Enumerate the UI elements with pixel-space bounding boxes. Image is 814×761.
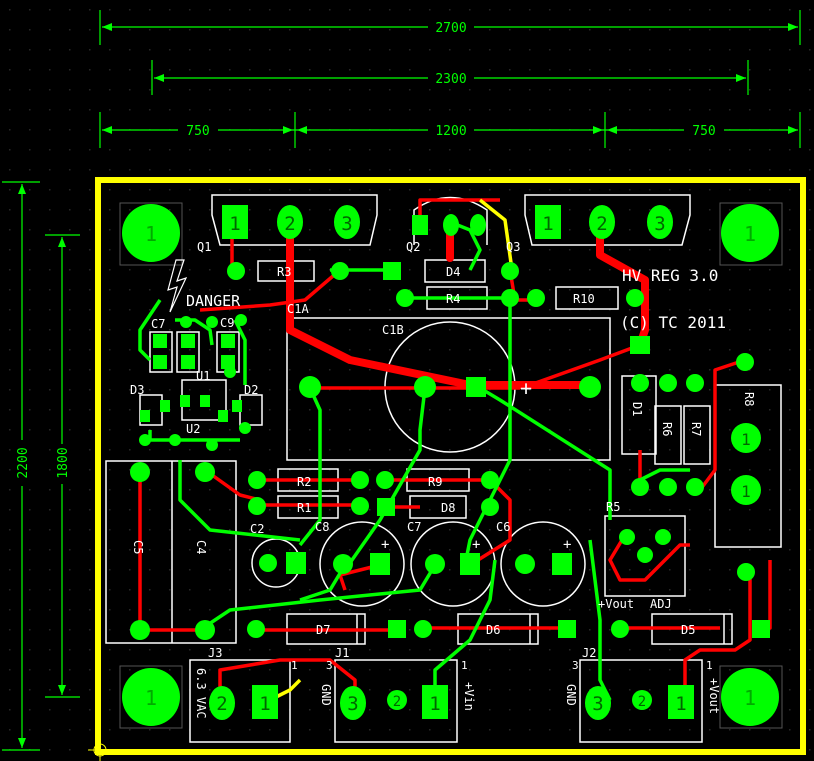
- refdes-r9: R9: [428, 475, 442, 489]
- dim-left-label: 750: [186, 124, 209, 139]
- refdes-c6: C6: [496, 520, 510, 534]
- mount-hole-label: 1: [744, 686, 756, 710]
- refdes-d4: D4: [446, 265, 460, 279]
- refdes-q2: Q2: [406, 240, 420, 254]
- refdes-r7: R7: [689, 422, 703, 436]
- svg-text:1: 1: [741, 430, 751, 449]
- refdes-c1a: C1A: [287, 302, 309, 316]
- dim-height-outer-label: 2200: [16, 447, 31, 478]
- svg-text:1: 1: [741, 482, 751, 501]
- svg-text:3: 3: [654, 213, 665, 235]
- pin-markers: 1 3 1 3 1 + + + +: [291, 376, 713, 672]
- svg-text:+: +: [520, 376, 532, 400]
- refdes-j1: J1: [335, 646, 349, 660]
- refdes-r10: R10: [573, 292, 595, 306]
- svg-text:3: 3: [347, 693, 358, 715]
- mount-hole-top-left: 1: [119, 202, 183, 266]
- dim-right-label: 750: [692, 124, 715, 139]
- refdes-r6: R6: [660, 422, 674, 436]
- pads: [130, 205, 770, 720]
- refdes-c2: C2: [250, 522, 264, 536]
- refdes-d5: D5: [681, 623, 695, 637]
- svg-text:1: 1: [259, 693, 270, 715]
- svg-text:3: 3: [326, 659, 333, 672]
- danger-label: DANGER: [186, 292, 241, 310]
- svg-text:2: 2: [284, 213, 295, 235]
- danger-bolt-icon: [167, 259, 188, 313]
- refdes-c4: C4: [194, 540, 208, 554]
- mount-hole-label: 1: [744, 222, 756, 246]
- svg-text:2: 2: [596, 213, 607, 235]
- refdes-c7-top: C7: [151, 317, 165, 331]
- refdes-c7: C7: [407, 520, 421, 534]
- board-text: HV REG 3.0 (C) TC 2011 DANGER +Vout ADJ …: [167, 259, 726, 719]
- svg-text:1: 1: [291, 659, 298, 672]
- refdes-c1b: C1B: [382, 323, 404, 337]
- refdes-c5: C5: [131, 540, 145, 554]
- board-copyright: (C) TC 2011: [620, 313, 726, 332]
- svg-text:2: 2: [393, 694, 401, 710]
- refdes-u1: U1: [196, 369, 210, 383]
- refdes-q1: Q1: [197, 240, 211, 254]
- refdes-r3: R3: [277, 265, 291, 279]
- svg-text:2: 2: [216, 693, 227, 715]
- refdes-d6: D6: [486, 623, 500, 637]
- j1-vin-label: +Vin: [462, 682, 476, 711]
- mount-hole-label: 1: [145, 222, 157, 246]
- refdes-j2: J2: [582, 646, 596, 660]
- svg-text:1: 1: [229, 213, 240, 235]
- j2-vout-label: +Vout: [707, 678, 721, 714]
- refdes-d7: D7: [316, 623, 330, 637]
- refdes-r4: R4: [446, 292, 460, 306]
- j2-gnd-label: GND: [564, 684, 578, 706]
- refdes-d3: D3: [130, 383, 144, 397]
- svg-text:3: 3: [572, 659, 579, 672]
- svg-text:1: 1: [675, 693, 686, 715]
- vout-label: +Vout: [598, 597, 634, 611]
- board-outline: [95, 177, 806, 755]
- refdes-labels: Q1 Q2 Q3 R3 D4 R4 R10 C1A C1B C7 C9 U1 U…: [130, 240, 756, 660]
- refdes-j3: J3: [208, 646, 222, 660]
- j1-gnd-label: GND: [319, 684, 333, 706]
- svg-text:1: 1: [542, 213, 553, 235]
- refdes-r8: R8: [742, 392, 756, 406]
- refdes-c9: C9: [220, 316, 234, 330]
- refdes-c8: C8: [315, 520, 329, 534]
- refdes-d2: D2: [244, 383, 258, 397]
- svg-text:3: 3: [341, 213, 352, 235]
- mount-hole-top-right: 1: [719, 202, 783, 266]
- refdes-u2: U2: [186, 422, 200, 436]
- svg-text:3: 3: [592, 693, 603, 715]
- j3-voltage-label: 6.3 VAC: [194, 668, 208, 719]
- svg-text:+: +: [563, 537, 571, 553]
- origin-marker: [88, 738, 112, 761]
- refdes-d8: D8: [441, 501, 455, 515]
- dim-inner-label: 2300: [435, 72, 466, 87]
- refdes-r1: R1: [297, 501, 311, 515]
- mount-hole-bottom-left: 1: [119, 665, 183, 729]
- svg-text:1: 1: [429, 693, 440, 715]
- svg-text:2: 2: [638, 694, 646, 710]
- adj-label: ADJ: [650, 597, 672, 611]
- refdes-d1: D1: [630, 402, 644, 416]
- dim-middle-label: 1200: [435, 124, 466, 139]
- pad-numbers: 1 2 3 1 2 3 2 1 3 2 1 3 2 1 1 1: [216, 213, 751, 715]
- mount-hole-bottom-right: 1: [719, 665, 783, 729]
- svg-text:1: 1: [706, 659, 713, 672]
- board-title: HV REG 3.0: [622, 266, 718, 285]
- dimension-labels: 2700 2300 750 1200 750 2200 1800: [13, 18, 724, 486]
- refdes-q3: Q3: [506, 240, 520, 254]
- mount-holes: 1 1 1 1: [119, 202, 783, 729]
- svg-text:1: 1: [461, 659, 468, 672]
- svg-text:+: +: [381, 537, 389, 553]
- mount-hole-label: 1: [145, 686, 157, 710]
- dim-height-inner-label: 1800: [56, 447, 71, 478]
- refdes-r5: R5: [606, 500, 620, 514]
- dim-overall-label: 2700: [435, 21, 466, 36]
- svg-text:+: +: [472, 537, 480, 553]
- refdes-r2: R2: [297, 475, 311, 489]
